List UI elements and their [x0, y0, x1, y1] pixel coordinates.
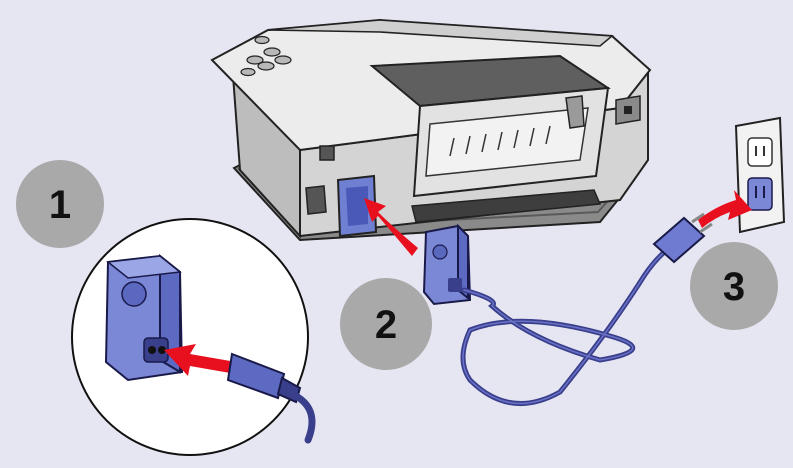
step-2-badge: 2 [340, 278, 432, 370]
power-supply-icon [104, 253, 184, 382]
power-cord-icon [226, 352, 316, 444]
power-cord-icon [460, 212, 713, 406]
power-supply-icon [422, 223, 472, 306]
step-3-badge: 3 [690, 242, 778, 330]
control-panel [240, 35, 292, 77]
wall-outlet-icon [734, 116, 786, 234]
step-3-number: 3 [723, 265, 745, 309]
arrow-icon [698, 190, 752, 228]
step-2-number: 2 [375, 303, 397, 347]
arrow-icon [164, 344, 236, 376]
arrow-icon [364, 198, 418, 256]
step-1-number: 1 [49, 183, 71, 227]
printer-icon [210, 18, 652, 242]
inset-detail-circle [71, 218, 316, 456]
step-1-badge: 1 [16, 160, 104, 248]
